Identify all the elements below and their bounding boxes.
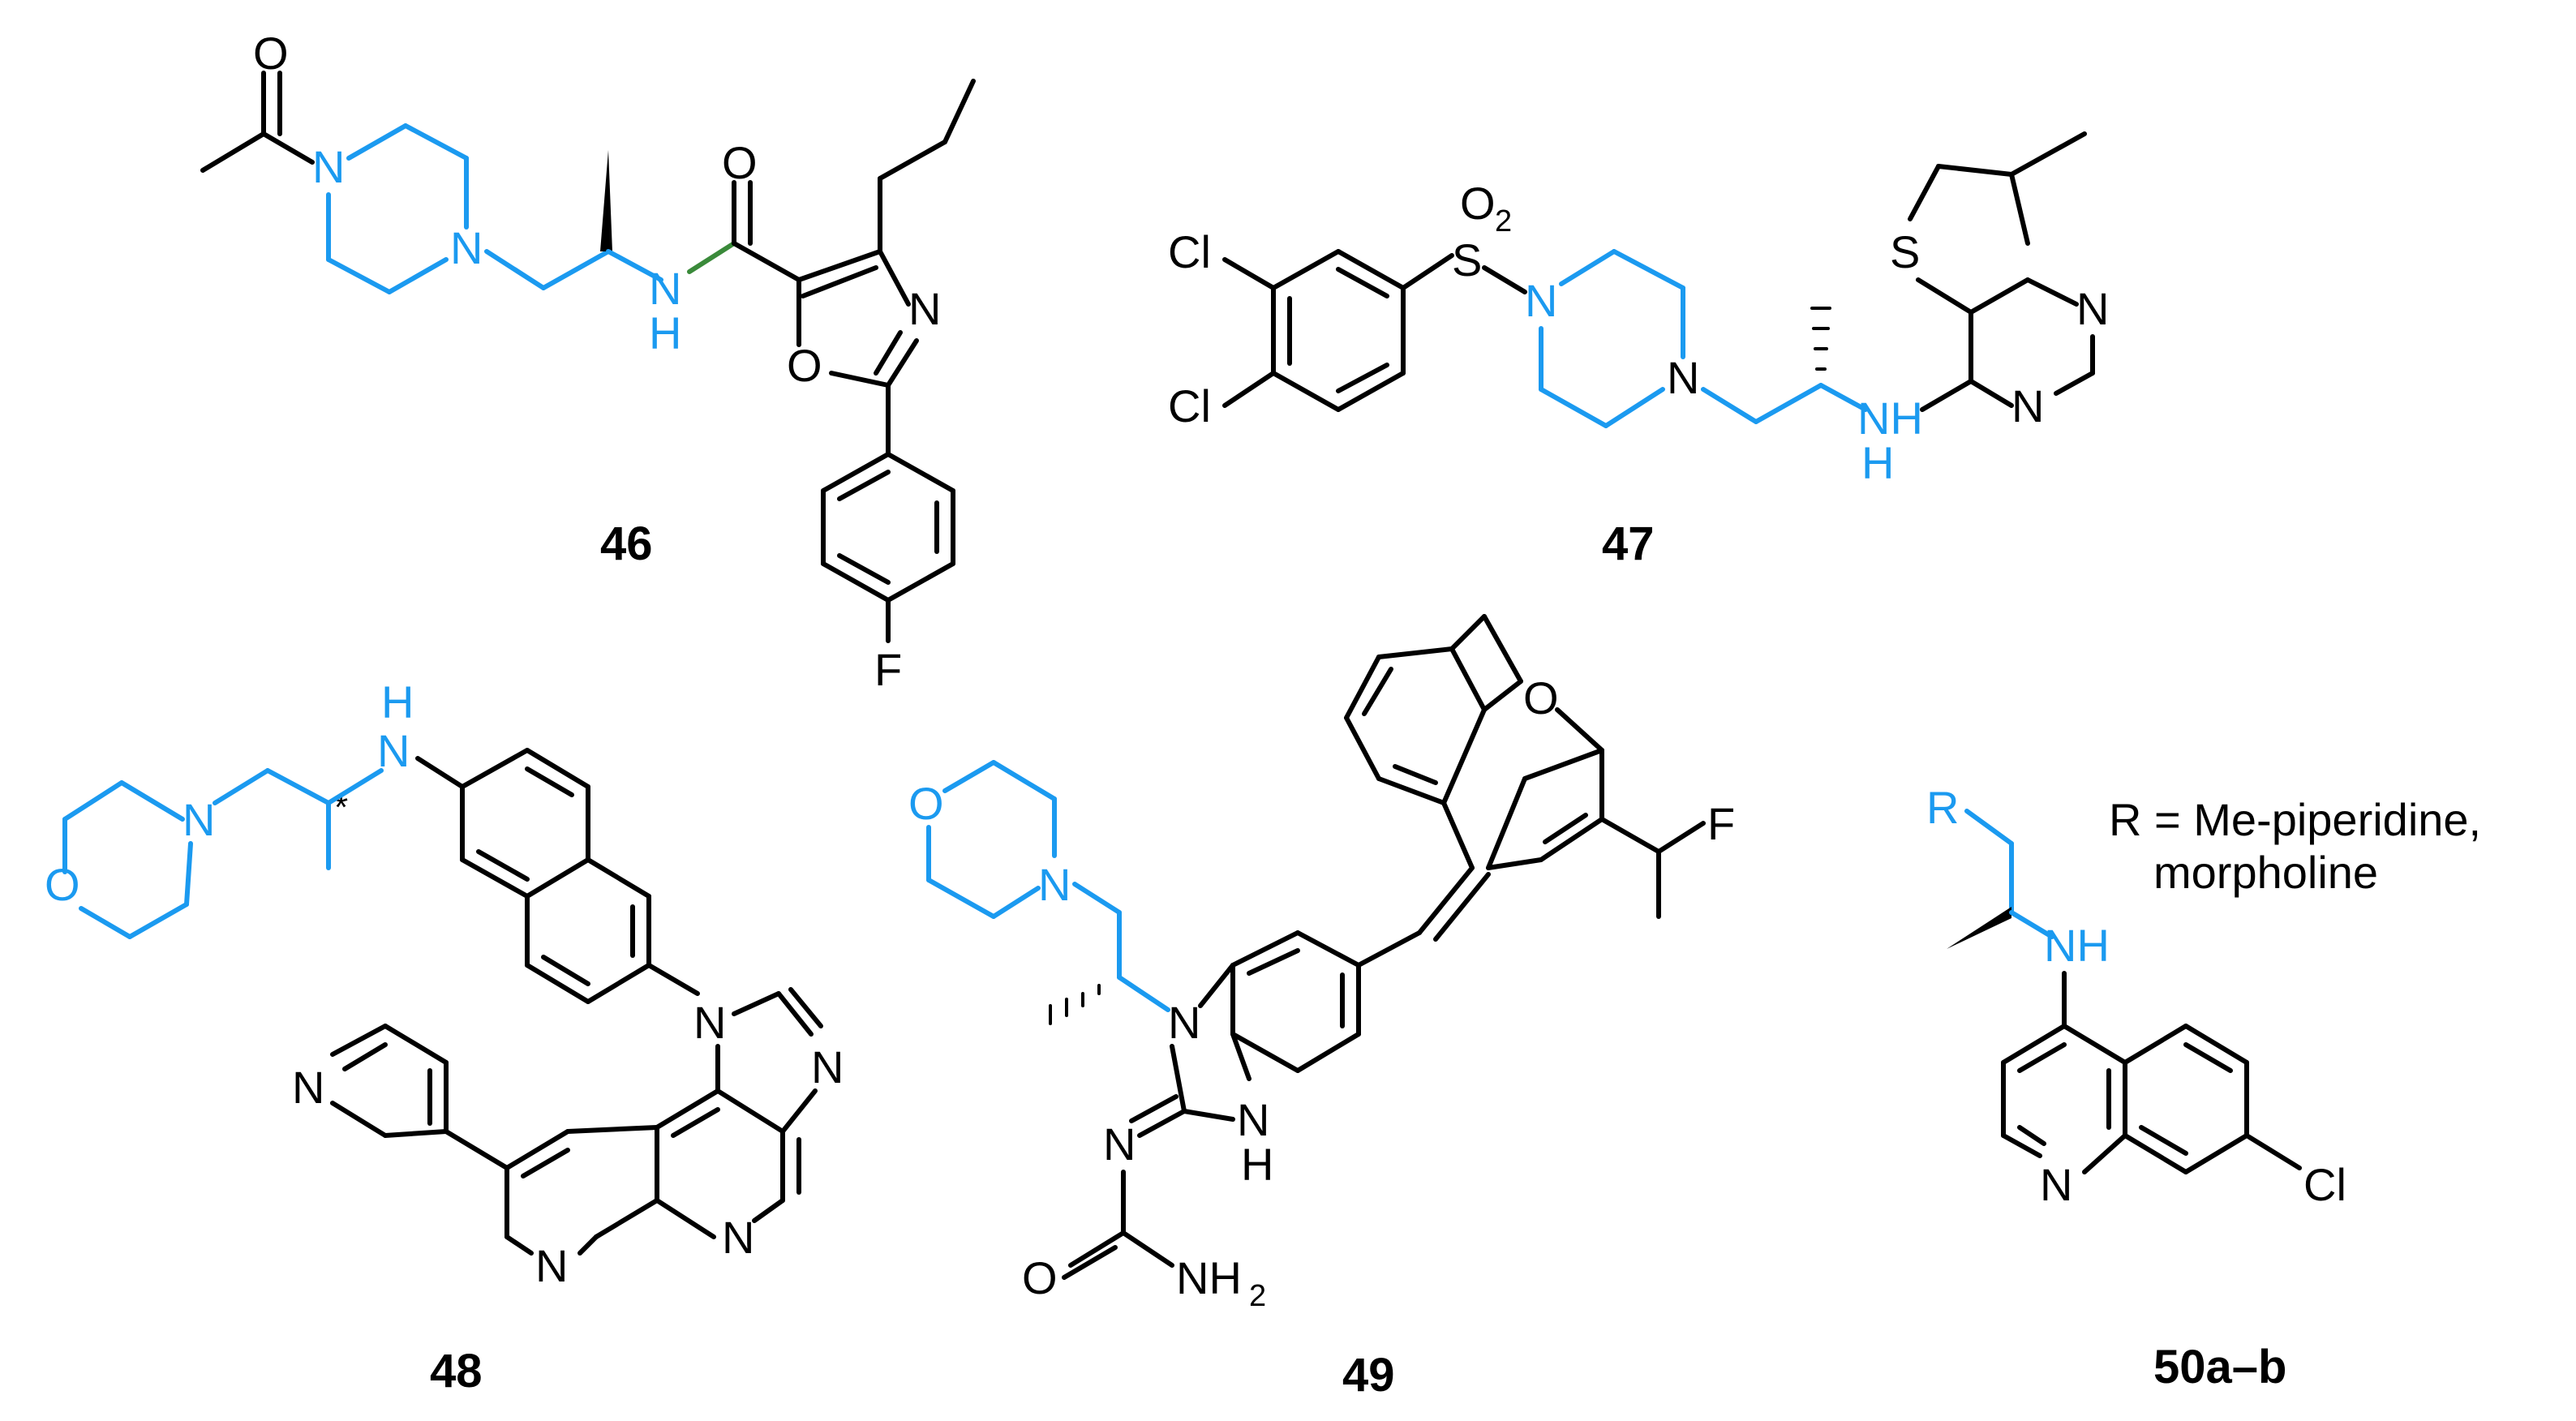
atom-f: F (1707, 798, 1735, 849)
atom-n: N (2076, 283, 2109, 334)
atom-r: R (1926, 782, 1959, 833)
atom-o: O (1460, 178, 1496, 229)
atom-nh: NH (1176, 1252, 1242, 1303)
atom-n: N (1237, 1094, 1269, 1145)
atom-nh: NH (2044, 920, 2110, 971)
atom-cl: Cl (1168, 380, 1211, 431)
atom-o: O (1022, 1252, 1058, 1303)
atom-nh: NH (1857, 393, 1923, 444)
atom-h: H (1861, 437, 1894, 488)
atom-o: O (908, 778, 944, 829)
atom-n: N (1525, 275, 1557, 326)
atom-cl: Cl (2303, 1159, 2346, 1210)
atom-n: N (1103, 1118, 1136, 1170)
compound-label-50a-b: 50a–b (2153, 1341, 2286, 1393)
atom-n: N (811, 1041, 844, 1093)
atom-s: S (1890, 226, 1920, 277)
atom-n: N (722, 1212, 754, 1263)
atom-h: H (649, 307, 681, 358)
atom-o: O (253, 28, 289, 79)
atom-h: H (1241, 1139, 1273, 1190)
compound-label-46: 46 (600, 517, 653, 570)
atom-n: N (1038, 859, 1071, 910)
atom-s: S (1452, 234, 1482, 285)
r-group-note-line1: R = Me-piperidine, (2109, 794, 2481, 845)
atom-n: N (377, 725, 410, 776)
compound-49: O N N N H N O (908, 614, 1735, 1402)
atom-o: O (45, 859, 80, 910)
atom-n: N (450, 222, 483, 273)
atom-n: N (1168, 997, 1200, 1048)
atom-o: O (1523, 672, 1559, 723)
atom-n: N (312, 141, 345, 192)
atom-n: N (182, 794, 215, 845)
atom-n: N (2040, 1159, 2072, 1210)
compound-48: O N * N H N N (45, 676, 844, 1397)
atom-n: N (2011, 380, 2044, 431)
atom-n: N (693, 997, 726, 1048)
atom-n: N (908, 283, 941, 334)
atom-n: N (649, 263, 681, 314)
atom-h: H (381, 676, 414, 728)
atom-n: N (535, 1240, 568, 1291)
atom-n: N (1667, 352, 1699, 403)
atom-n: N (292, 1062, 324, 1113)
compound-47: Cl Cl S O 2 N N NH H (1168, 131, 2109, 570)
r-group-note-line2: morpholine (2153, 847, 2378, 898)
compound-label-48: 48 (430, 1345, 483, 1397)
compound-label-47: 47 (1602, 517, 1655, 570)
subscript-2: 2 (1249, 1279, 1266, 1313)
atom-o: O (722, 137, 758, 188)
atom-o: O (787, 340, 822, 391)
atom-cl: Cl (1168, 226, 1211, 277)
atom-f: F (874, 644, 902, 695)
compound-46: O N N N H O N O (200, 28, 976, 695)
compound-label-49: 49 (1342, 1349, 1395, 1402)
subscript-2: 2 (1495, 204, 1512, 238)
compound-50a-b: R NH N Cl R = Me-piperidine, morpholine … (1926, 782, 2481, 1393)
